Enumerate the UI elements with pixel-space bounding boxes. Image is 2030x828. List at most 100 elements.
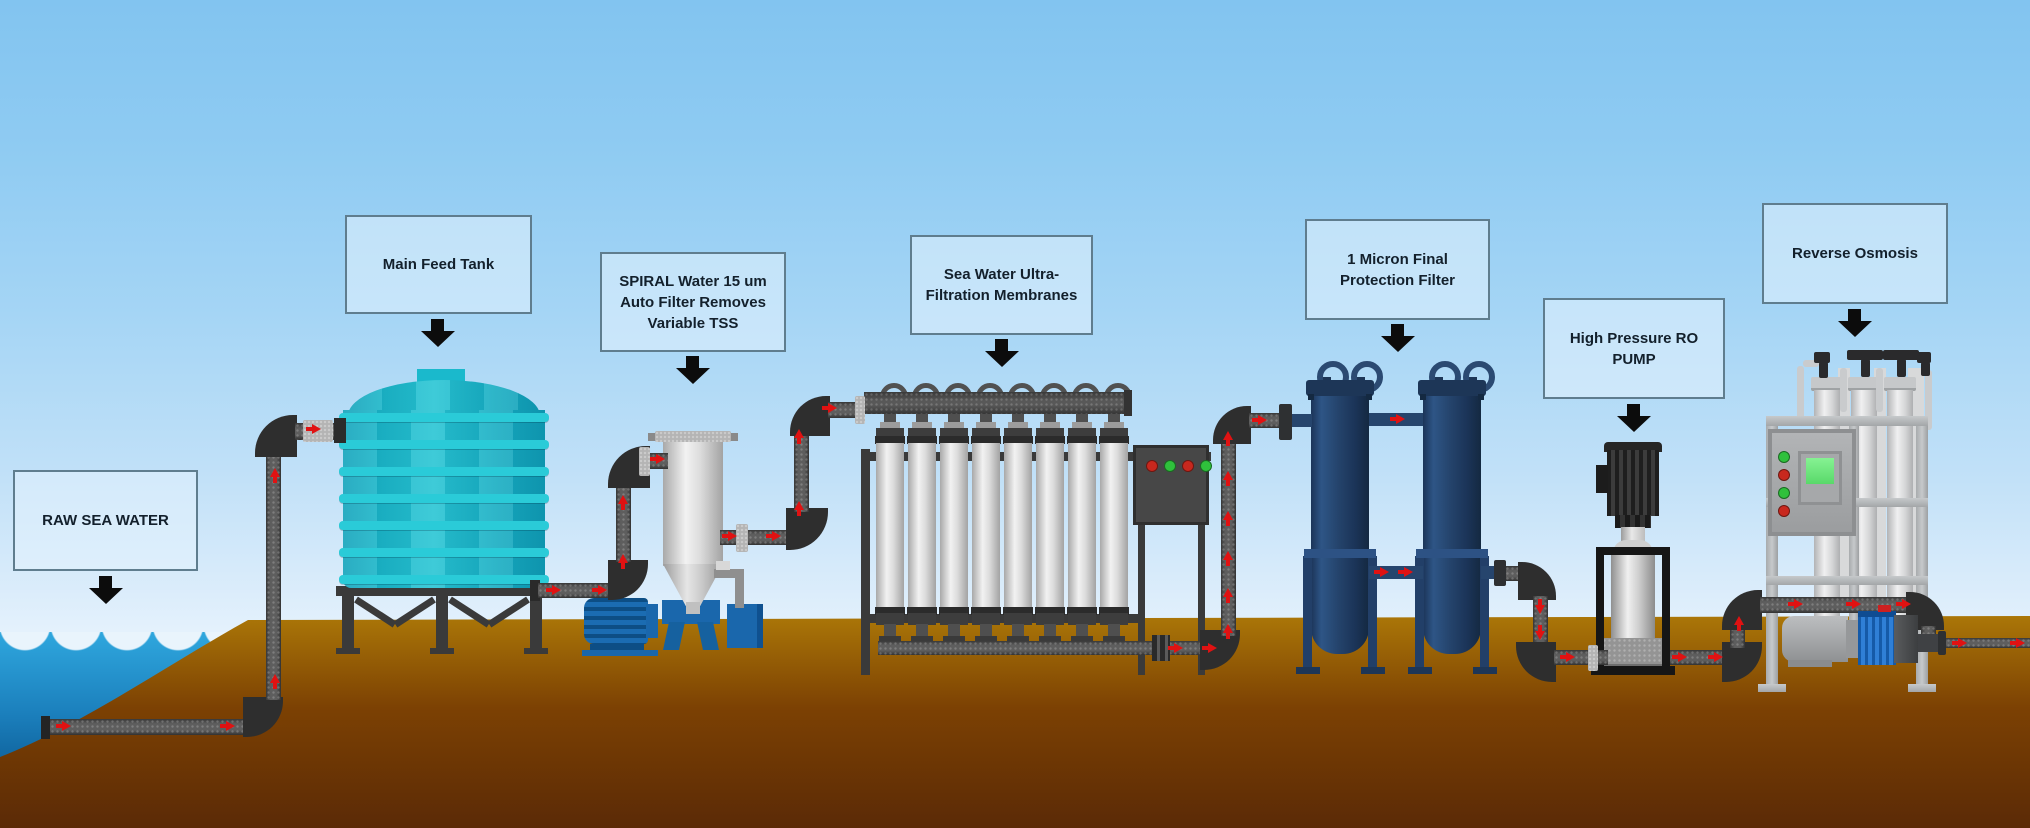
label-raw-sea-water: RAW SEA WATER [13, 470, 198, 571]
shape [940, 428, 968, 438]
shape [875, 436, 905, 444]
flow-arrow [1202, 643, 1218, 653]
uf-top-manifold [864, 392, 1126, 414]
label-arrow [421, 319, 455, 347]
uf-bottom-manifold [878, 641, 1208, 655]
flow-arrow [56, 721, 72, 731]
shape [1108, 414, 1120, 424]
uf-membrane-tube [1068, 443, 1096, 609]
flow-arrow [1734, 615, 1744, 631]
shape [1072, 422, 1092, 429]
flow-arrow [546, 585, 562, 595]
ro-top-tee [1883, 350, 1919, 360]
product-water-pipe [1946, 638, 2030, 648]
label-final-filter: 1 Micron Final Protection Filter [1305, 219, 1490, 320]
flow-arrow [1672, 652, 1688, 662]
shape [1473, 667, 1497, 674]
green-indicator-led [1778, 487, 1790, 499]
shape [1008, 422, 1028, 429]
uf-panel-leds [1146, 460, 1212, 472]
uf-membrane-tube [1100, 443, 1128, 609]
shape [948, 624, 960, 638]
flow-arrow [1788, 599, 1804, 609]
shape [980, 414, 992, 424]
flow-arrow [1398, 567, 1414, 577]
shape [876, 428, 904, 438]
shape [1076, 624, 1088, 638]
label-arrow [985, 339, 1019, 367]
shape [1067, 436, 1097, 444]
flow-arrow [1223, 587, 1233, 603]
uf-control-panel [1133, 445, 1212, 525]
flow-arrow [618, 553, 628, 569]
flow-arrow [306, 424, 322, 434]
shape [1415, 556, 1424, 670]
flow-arrow [1535, 625, 1545, 641]
shape [1004, 428, 1032, 438]
shape [1303, 556, 1312, 670]
flow-arrow [1896, 599, 1912, 609]
flow-arrow [766, 531, 782, 541]
filter-vessel [663, 442, 723, 566]
tank-stand [336, 586, 550, 596]
label-reverse-osmosis: Reverse Osmosis [1762, 203, 1948, 304]
vessel-lid [1306, 380, 1374, 396]
shape [972, 613, 1000, 625]
flow-arrow [1223, 430, 1233, 446]
shape [908, 613, 936, 625]
shape [1068, 428, 1096, 438]
flow-arrow [1223, 550, 1233, 566]
shape [1012, 624, 1024, 638]
ro-screen-display [1806, 458, 1834, 484]
green-indicator-led [1164, 460, 1176, 472]
uf-frame [861, 449, 870, 675]
ro-pump-vent [1878, 605, 1891, 612]
green-indicator-led [1778, 451, 1790, 463]
shape [907, 607, 937, 615]
shape [1308, 394, 1314, 400]
flow-arrow [1560, 652, 1576, 662]
flow-arrow [1223, 470, 1233, 486]
shape [1304, 549, 1376, 558]
shape [944, 422, 964, 429]
label-uf-membranes: Sea Water Ultra-Filtration Membranes [910, 235, 1093, 335]
ro-panel-leds [1778, 451, 1790, 517]
shape [1003, 607, 1033, 615]
shape [908, 428, 936, 438]
flow-arrow [1252, 415, 1268, 425]
feed-pump-motor [584, 598, 648, 644]
label-arrow [676, 356, 710, 384]
flow-arrow [1708, 652, 1724, 662]
ro-panel-screen [1798, 451, 1842, 505]
flow-arrow [592, 585, 608, 595]
red-indicator-led [1146, 460, 1158, 472]
shape [972, 428, 1000, 438]
flow-arrow [1223, 510, 1233, 526]
ro-pump-motor [1782, 616, 1848, 662]
shape [1044, 414, 1056, 424]
shape [884, 414, 896, 424]
shape [980, 624, 992, 638]
uf-membrane-tube [876, 443, 904, 609]
flow-arrow [2010, 638, 2026, 648]
shape [948, 414, 960, 424]
micron-filter-vessel [1311, 396, 1369, 654]
shape [1035, 607, 1065, 615]
shape [1036, 428, 1064, 438]
hp-pump-body [1611, 551, 1655, 643]
shape [939, 607, 969, 615]
shape [912, 422, 932, 429]
intake-cap [41, 716, 50, 739]
shape [940, 613, 968, 625]
shape [1416, 549, 1488, 558]
flow-arrow [1535, 599, 1545, 615]
flow-arrow [794, 428, 804, 444]
vessel-lid [1418, 380, 1486, 396]
uf-membrane-tube [940, 443, 968, 609]
shape [1012, 414, 1024, 424]
red-indicator-led [1182, 460, 1194, 472]
green-indicator-led [1200, 460, 1212, 472]
ro-top-elbow [1814, 352, 1830, 363]
shape [875, 607, 905, 615]
